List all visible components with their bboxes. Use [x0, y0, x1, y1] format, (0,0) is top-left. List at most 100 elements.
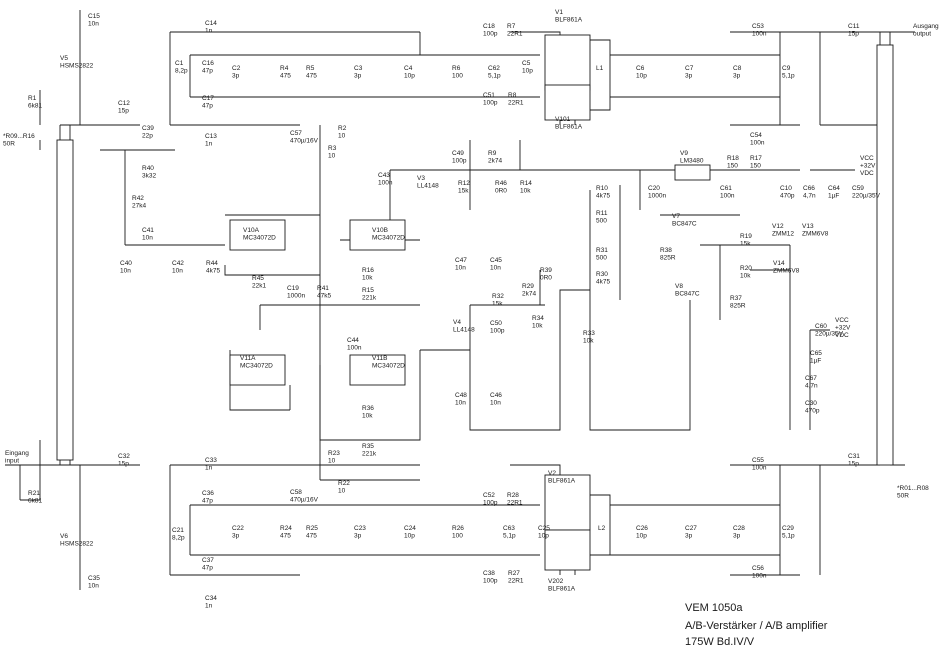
- components: [56, 34, 894, 571]
- coax-right: [876, 44, 894, 466]
- opamp-v11a: [229, 354, 286, 386]
- svg-text:C18,2p: C18,2p: [175, 60, 188, 75]
- wire-layer: [5, 10, 915, 590]
- title-block: VEM 1050a A/B-Verstärker / A/B amplifier…: [685, 602, 828, 648]
- transistor-v2-box: [544, 474, 591, 531]
